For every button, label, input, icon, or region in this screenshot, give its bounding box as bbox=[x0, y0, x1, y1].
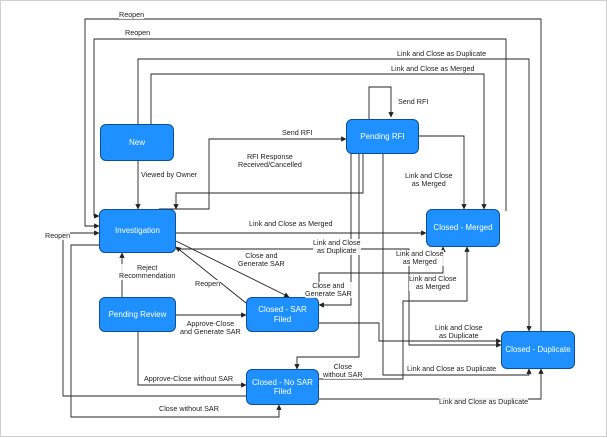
edge-close-without-sar bbox=[70, 244, 282, 418]
edge-send-rfi bbox=[159, 136, 347, 210]
state-pending-review[interactable]: Pending Review bbox=[99, 297, 176, 332]
label-viewed-by-owner: Viewed by Owner bbox=[141, 170, 198, 180]
edge-link-merged-sar2 bbox=[319, 246, 470, 380]
label-rfi-response: RFI Response Received/Cancelled bbox=[238, 152, 302, 170]
label-link-merged-sar2: Link and Close as Merged bbox=[409, 274, 457, 292]
state-closed-sar-filed[interactable]: Closed - SAR Filed bbox=[246, 297, 319, 332]
label-approve-close-without: Approve-Close without SAR bbox=[144, 374, 234, 384]
label-link-dup-nosar: Link and Close as Duplicate bbox=[439, 397, 529, 407]
edge-link-merged-top bbox=[150, 73, 487, 210]
edge-close-without-sar-rfi bbox=[294, 153, 360, 370]
label-link-dup-rfi: Link and Close as Duplicate bbox=[313, 238, 361, 256]
edge-reopen-top2 bbox=[93, 38, 507, 219]
state-closed-no-sar[interactable]: Closed - No SAR Filed bbox=[246, 369, 319, 405]
label-reopen-top1: Reopen bbox=[119, 10, 145, 20]
label-link-merged-sar: Link and Close as Merged bbox=[396, 249, 444, 267]
label-reject-recommendation: Reject Recommendation bbox=[119, 263, 176, 281]
edge-link-dup-rfi bbox=[176, 248, 502, 348]
edge-close-generate-sar-rfi bbox=[318, 153, 352, 308]
state-investigation[interactable]: Investigation bbox=[99, 209, 176, 253]
label-close-generate-sar: Close and Generate SAR bbox=[238, 251, 285, 269]
label-link-merged-inv: Link and Close as Merged bbox=[249, 219, 333, 229]
edge-reopen-mid bbox=[175, 246, 247, 304]
state-closed-merged[interactable]: Closed - Merged bbox=[426, 209, 500, 247]
edge-link-merged-rfi bbox=[419, 135, 467, 210]
state-pending-rfi[interactable]: Pending RFI bbox=[346, 119, 419, 154]
label-link-dup-rfi2: Link and Close as Duplicate bbox=[407, 364, 497, 374]
edge-link-dup-nosar bbox=[319, 368, 544, 400]
edge-link-dup-rfi2 bbox=[382, 153, 532, 376]
edge-send-rfi-loop bbox=[368, 86, 394, 119]
label-link-merged-rfi: Link and Close as Merged bbox=[405, 171, 453, 189]
label-reopen-mid: Reopen bbox=[195, 279, 221, 289]
label-approve-close-generate: Approve-Close and Generate SAR bbox=[180, 319, 241, 337]
label-close-generate-sar-rfi: Close and Generate SAR bbox=[305, 281, 352, 299]
label-link-dup-top: Link and Close as Duplicate bbox=[397, 49, 487, 59]
edge-rfi-response bbox=[173, 153, 364, 210]
edge-link-dup-sar bbox=[319, 322, 502, 344]
label-reopen-left: Reopen bbox=[45, 231, 71, 241]
edge-close-generate-sar bbox=[175, 240, 290, 298]
edge-reopen-top1 bbox=[84, 18, 542, 331]
label-reopen-top2: Reopen bbox=[125, 28, 151, 38]
label-close-without-sar-rfi: Close without SAR bbox=[323, 362, 363, 380]
label-link-merged-top: Link and Close as Merged bbox=[391, 64, 475, 74]
state-closed-duplicate[interactable]: Closed - Duplicate bbox=[501, 331, 575, 369]
edge-reopen-left bbox=[62, 230, 246, 397]
label-send-rfi: Send RFI bbox=[282, 128, 313, 138]
state-new[interactable]: New bbox=[100, 124, 174, 161]
label-link-dup-sar: Link and Close as Duplicate bbox=[435, 323, 483, 341]
label-send-rfi-loop: Send RFI bbox=[398, 97, 429, 106]
edge-link-dup-top bbox=[137, 58, 532, 332]
edge-approve-close-without bbox=[137, 331, 247, 388]
label-close-without-sar: Close without SAR bbox=[159, 404, 219, 414]
